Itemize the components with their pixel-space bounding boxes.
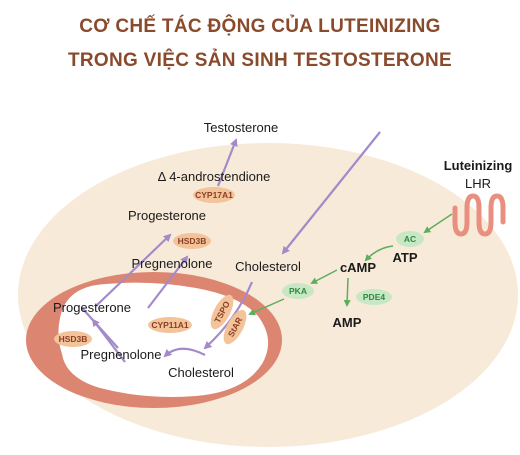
svg-text:CYP11A1: CYP11A1	[151, 320, 189, 330]
title-line-1: CƠ CHẾ TÁC ĐỘNG CỦA LUTEINIZING	[79, 15, 441, 37]
signal-node-pka: PKA	[282, 283, 314, 299]
signal-node-pde4: PDE4	[356, 289, 392, 305]
steroid-pathway-arrows	[81, 131, 381, 363]
lhr-receptor	[452, 193, 506, 237]
label-pregnenolone-upper: Pregnenolone	[132, 256, 213, 271]
label-pregnenolone-mito: Pregnenolone	[81, 347, 162, 362]
enzyme-cyp17a1: CYP17A1	[193, 187, 235, 203]
label-amp: AMP	[333, 315, 362, 330]
svg-text:CYP17A1: CYP17A1	[195, 190, 233, 200]
label-cholesterol-mito: Cholesterol	[168, 365, 234, 380]
label-atp: ATP	[392, 250, 417, 265]
enzyme-cyp11a1: CYP11A1	[148, 317, 192, 333]
title-line-2: TRONG VIỆC SẢN SINH TESTOSTERONE	[68, 49, 452, 71]
label-camp: cAMP	[340, 260, 376, 275]
svg-text:HSD3B: HSD3B	[178, 236, 207, 246]
label-testosterone: Testosterone	[204, 120, 278, 135]
label-luteinizing: Luteinizing	[444, 158, 513, 173]
enzyme-hsd3b-mito: HSD3B	[54, 331, 92, 347]
svg-text:AC: AC	[404, 234, 416, 244]
label-progesterone-mito: Progesterone	[53, 300, 131, 315]
signal-node-ac: AC	[396, 231, 424, 247]
label-cholesterol-cell: Cholesterol	[235, 259, 301, 274]
label-progesterone-upper: Progesterone	[128, 208, 206, 223]
svg-text:PKA: PKA	[289, 286, 307, 296]
label-androstendione: Δ 4-androstendione	[158, 169, 271, 184]
signaling-arrows	[248, 213, 453, 316]
enzyme-hsd3b-upper: HSD3B	[173, 233, 211, 249]
label-lhr: LHR	[465, 176, 491, 191]
enzyme-tspo: TSPO	[210, 294, 234, 330]
svg-text:PDE4: PDE4	[363, 292, 385, 302]
enzyme-star: StAR	[223, 309, 247, 345]
svg-text:HSD3B: HSD3B	[59, 334, 88, 344]
